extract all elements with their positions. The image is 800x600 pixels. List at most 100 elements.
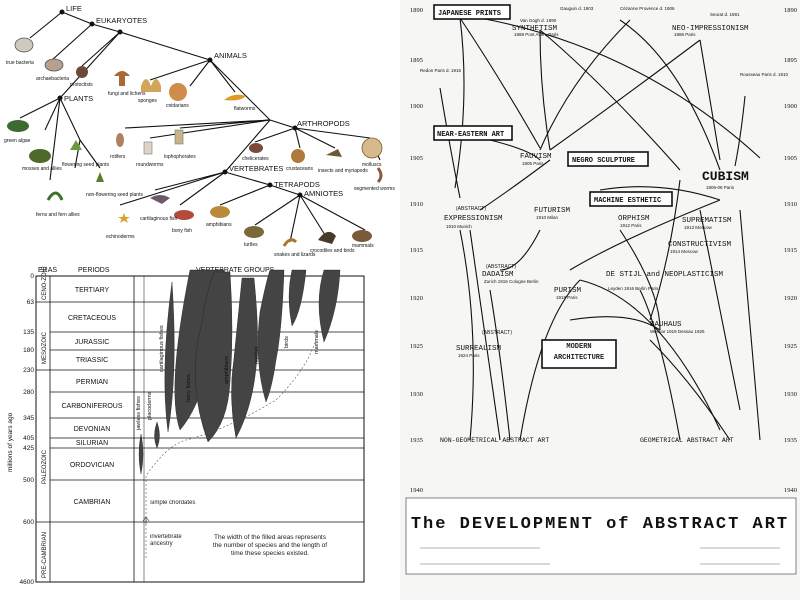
tree-node-labels: LIFE EUKARYOTES ANIMALS PLANTS ARTHROPOD… <box>64 4 350 198</box>
tree-leaf-labels: true bacteria archaebacteria protoctists… <box>4 60 395 258</box>
leaf-chelicerates: chelicerates <box>242 156 269 162</box>
spindle-placoderms <box>154 421 160 449</box>
group-jawless-fishes: jawless fishes <box>136 396 142 431</box>
year-1905-left: 1905 <box>410 155 423 162</box>
node-tetrapods: TETRAPODS <box>274 180 320 189</box>
chart-annotations: simple chordates invertebrate ancestry T… <box>150 500 328 557</box>
constructivism-detail: 1914 Moscow <box>670 249 699 254</box>
header-groups: VERTEBRATE GROUPS <box>196 267 275 274</box>
artist-redon: Redon Paris d. 1916 <box>420 68 462 73</box>
leaf-crocodiles: crocodiles and birds <box>310 248 355 254</box>
dadaism-prefix: (ABSTRACT) <box>486 264 516 270</box>
y-axis-ticks: 0 63 135 180 230 280 345 405 425 500 600… <box>20 273 35 586</box>
node-eukaryotes: EUKARYOTES <box>96 16 147 25</box>
leaf-crustaceans: crustaceans <box>286 166 313 172</box>
leaf-roundworms: roundworms <box>136 162 164 168</box>
outcome-non-geometrical: NON-GEOMETRICAL ABSTRACT ART <box>440 437 549 444</box>
group-birds: birds <box>284 336 290 348</box>
chart-headers: ERAS PERIODS VERTEBRATE GROUPS <box>38 267 275 274</box>
period-ordovician: ORDOVICIAN <box>70 462 114 469</box>
movement-destijl: DE STIJL and NEOPLASTICISM <box>606 271 724 279</box>
leaf-rotifers: rotifers <box>110 154 126 160</box>
movement-details: 1888 Pont Aven, Paris 1886 Paris 1905 Pa… <box>446 32 735 358</box>
period-cretaceous: CRETACEOUS <box>68 315 116 322</box>
period-silurian: SILURIAN <box>76 440 108 447</box>
synthetism-detail: 1888 Pont Aven, Paris <box>514 32 559 37</box>
surrealism-prefix: (ABSTRACT) <box>482 330 512 336</box>
year-1915-left: 1915 <box>410 247 423 254</box>
leaf-mosses: mosses and allies <box>22 166 62 172</box>
chart-title: The DEVELOPMENT of ABSTRACT ART <box>411 515 789 534</box>
year-1930-left: 1930 <box>410 391 423 398</box>
group-placoderms: placoderms <box>147 391 153 420</box>
spindle-mammals <box>318 269 341 343</box>
tick-135: 135 <box>23 329 34 336</box>
movement-suprematism: SUPREMATISM <box>682 217 732 225</box>
year-1895-left: 1895 <box>410 57 423 64</box>
movement-neo-impressionism: NEO-IMPRESSIONISM <box>672 25 749 33</box>
purism-detail: 1918 Paris <box>556 295 578 300</box>
fine-print-lines <box>420 547 780 565</box>
spindle-reptiles <box>231 277 258 439</box>
movement-orphism: ORPHISM <box>618 215 650 223</box>
tick-0: 0 <box>30 273 34 280</box>
movement-constructivism: CONSTRUCTIVISM <box>668 241 732 249</box>
dadaism-detail: Zurich 1916 Cologne Berlin <box>484 279 539 284</box>
tree-branches <box>19 11 381 243</box>
header-eras: ERAS <box>38 267 57 274</box>
artist-labels: Van Gogh d. 1890 Gauguin d. 1903 Cézanne… <box>420 6 789 77</box>
leaf-green-algae: green algae <box>4 138 31 144</box>
period-tertiary: TERTIARY <box>75 287 110 294</box>
time-chart-svg: ERAS PERIODS VERTEBRATE GROUPS 0 63 135 … <box>7 266 365 586</box>
year-1905-right: 1905 <box>784 155 797 162</box>
year-1900-right: 1900 <box>784 103 797 110</box>
leaf-mammals: mammals <box>352 243 374 249</box>
period-permian: PERMIAN <box>76 379 108 386</box>
artist-gauguin: Gauguin d. 1903 <box>560 6 594 11</box>
abstract-art-svg: 1890 1895 1900 1905 1910 1915 1920 1925 … <box>405 4 797 575</box>
tick-405: 405 <box>23 435 34 442</box>
artist-seurat: Seurat d. 1891 <box>710 12 740 17</box>
artist-rousseau: Rousseau Paris d. 1910 <box>740 72 789 77</box>
year-1925-left: 1925 <box>410 343 423 350</box>
influence-box-labels: JAPANESE PRINTS NEAR-EASTERN ART NEGRO S… <box>437 10 661 362</box>
annotation-width-note: The width of the filled areas represents… <box>212 534 328 557</box>
leaf-cartilaginous: cartilaginous fish <box>140 216 177 222</box>
leaf-turtles: turtles <box>244 242 258 248</box>
leaf-true-bacteria: true bacteria <box>6 60 34 66</box>
organism-illustrations <box>7 37 383 247</box>
movement-cubism: CUBISM <box>702 169 749 184</box>
tree-nodes <box>57 9 303 198</box>
destijl-detail: Leyden 1916 Berlin Paris <box>608 286 659 291</box>
leaf-fungi: fungi and lichens <box>108 91 146 97</box>
tick-63: 63 <box>27 299 35 306</box>
period-labels: TERTIARY CRETACEOUS JURASSIC TRIASSIC PE… <box>61 287 122 506</box>
era-labels: CENO-ZOIC MESOZOIC PALEOZOIC PRE-CAMBRIA… <box>42 266 48 578</box>
group-mammals: mammals <box>314 330 320 354</box>
leaf-cnidarians: cnidarians <box>166 103 189 109</box>
year-1890-left: 1890 <box>410 7 423 14</box>
leaf-ferns: ferns and fern allies <box>36 212 80 218</box>
tick-500: 500 <box>23 477 34 484</box>
vertebrate-spindles <box>138 269 341 475</box>
influence-arrows <box>439 17 761 441</box>
leaf-flatworms: flatworms <box>234 106 256 112</box>
movement-surrealism: SURREALISM <box>456 345 502 353</box>
annotation-simple-chordates: simple chordates <box>150 500 196 506</box>
year-1920-right: 1920 <box>784 295 797 302</box>
period-devonian: DEVONIAN <box>74 426 111 433</box>
tree-of-life-svg: LIFE EUKARYOTES ANIMALS PLANTS ARTHROPOD… <box>4 4 395 258</box>
tick-425: 425 <box>23 445 34 452</box>
vertebrate-time-chart: ERAS PERIODS VERTEBRATE GROUPS 0 63 135 … <box>0 262 400 600</box>
leaf-bony-fish: bony fish <box>172 228 192 234</box>
spindle-reptiles-2 <box>257 269 285 403</box>
year-1940-left: 1940 <box>410 487 423 494</box>
year-markers: 1890 1895 1900 1905 1910 1915 1920 1925 … <box>410 7 797 494</box>
year-1895-right: 1895 <box>784 57 797 64</box>
era-paleozoic: PALEOZOIC <box>42 449 48 484</box>
year-1920-left: 1920 <box>410 295 423 302</box>
artist-vangogh: Van Gogh d. 1890 <box>520 18 557 23</box>
box-negro-sculpture: NEGRO SCULPTURE <box>572 157 635 165</box>
expressionism-detail: 1910 Munich <box>446 224 472 229</box>
era-cenozoic: CENO-ZOIC <box>42 266 48 300</box>
